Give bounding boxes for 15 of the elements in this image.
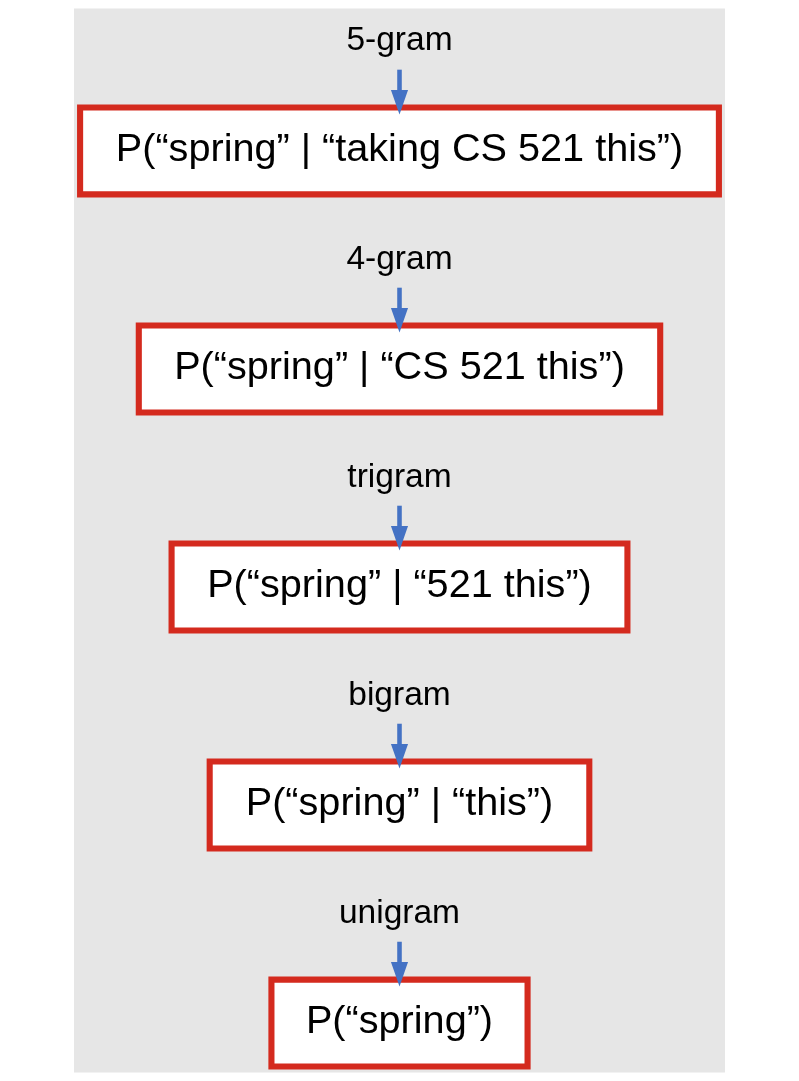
arrow (390, 941, 409, 987)
node-text: unigram (338, 892, 461, 930)
node-text: trigram (347, 456, 452, 494)
node-box: P(“spring” | “taking CS 521 this”) (77, 104, 722, 198)
node-box: P(“spring” | “521 this”) (168, 540, 631, 634)
node-box: P(“spring”) (268, 976, 531, 1070)
node-box: P(“spring” | “CS 521 this”) (135, 322, 664, 416)
arrow (390, 723, 409, 769)
node-text: 4-gram (346, 238, 453, 276)
node-text: bigram (348, 674, 451, 712)
arrow (390, 287, 409, 333)
node-box: P(“spring” | “this”) (206, 758, 593, 852)
arrow (390, 69, 409, 115)
node-text: 5-gram (346, 20, 453, 58)
arrow (390, 505, 409, 551)
